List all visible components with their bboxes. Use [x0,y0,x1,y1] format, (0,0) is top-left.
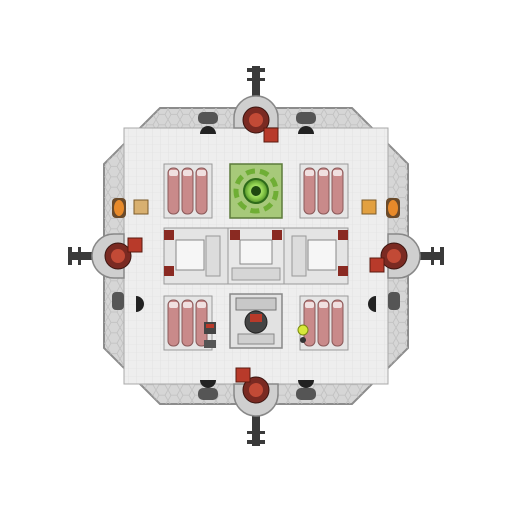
antenna-icon [247,66,265,104]
console-devices [204,322,216,348]
pillow [305,302,314,308]
bunk-rooms [163,163,349,351]
bed-icon[interactable] [331,167,344,215]
pillow [197,170,206,176]
pillow [169,302,178,308]
bed-icon[interactable] [195,167,208,215]
bed-icon[interactable] [181,299,194,347]
bed-icon[interactable] [303,167,316,215]
bed-icon[interactable] [317,299,330,347]
pillow [183,170,192,176]
turret-pod-left[interactable] [91,233,143,279]
pillow [169,170,178,176]
signal-light [297,324,309,343]
bed-icon[interactable] [317,167,330,215]
bed-icon[interactable] [181,167,194,215]
antenna-icon [247,408,265,446]
pillow [333,302,342,308]
reactor-core[interactable] [229,163,283,219]
pillow [319,170,328,176]
antenna-icon [406,247,444,265]
turret-pod-right[interactable] [369,233,421,279]
pillow [319,302,328,308]
pillow [333,170,342,176]
pillow [183,302,192,308]
crate-icon [133,199,377,215]
command-bridge[interactable] [229,293,283,349]
bed-icon[interactable] [167,299,180,347]
bed-icon[interactable] [303,299,316,347]
turret-pod-bottom[interactable] [233,367,279,417]
pillow [305,170,314,176]
central-rooms [163,227,349,285]
bed-icon[interactable] [331,299,344,347]
antenna-icon [68,247,106,265]
turret-pod-top[interactable] [233,95,279,143]
bed-icon[interactable] [167,167,180,215]
pillow [197,302,206,308]
thruster-icon [112,198,400,310]
docking-clamp-icon [136,112,376,400]
